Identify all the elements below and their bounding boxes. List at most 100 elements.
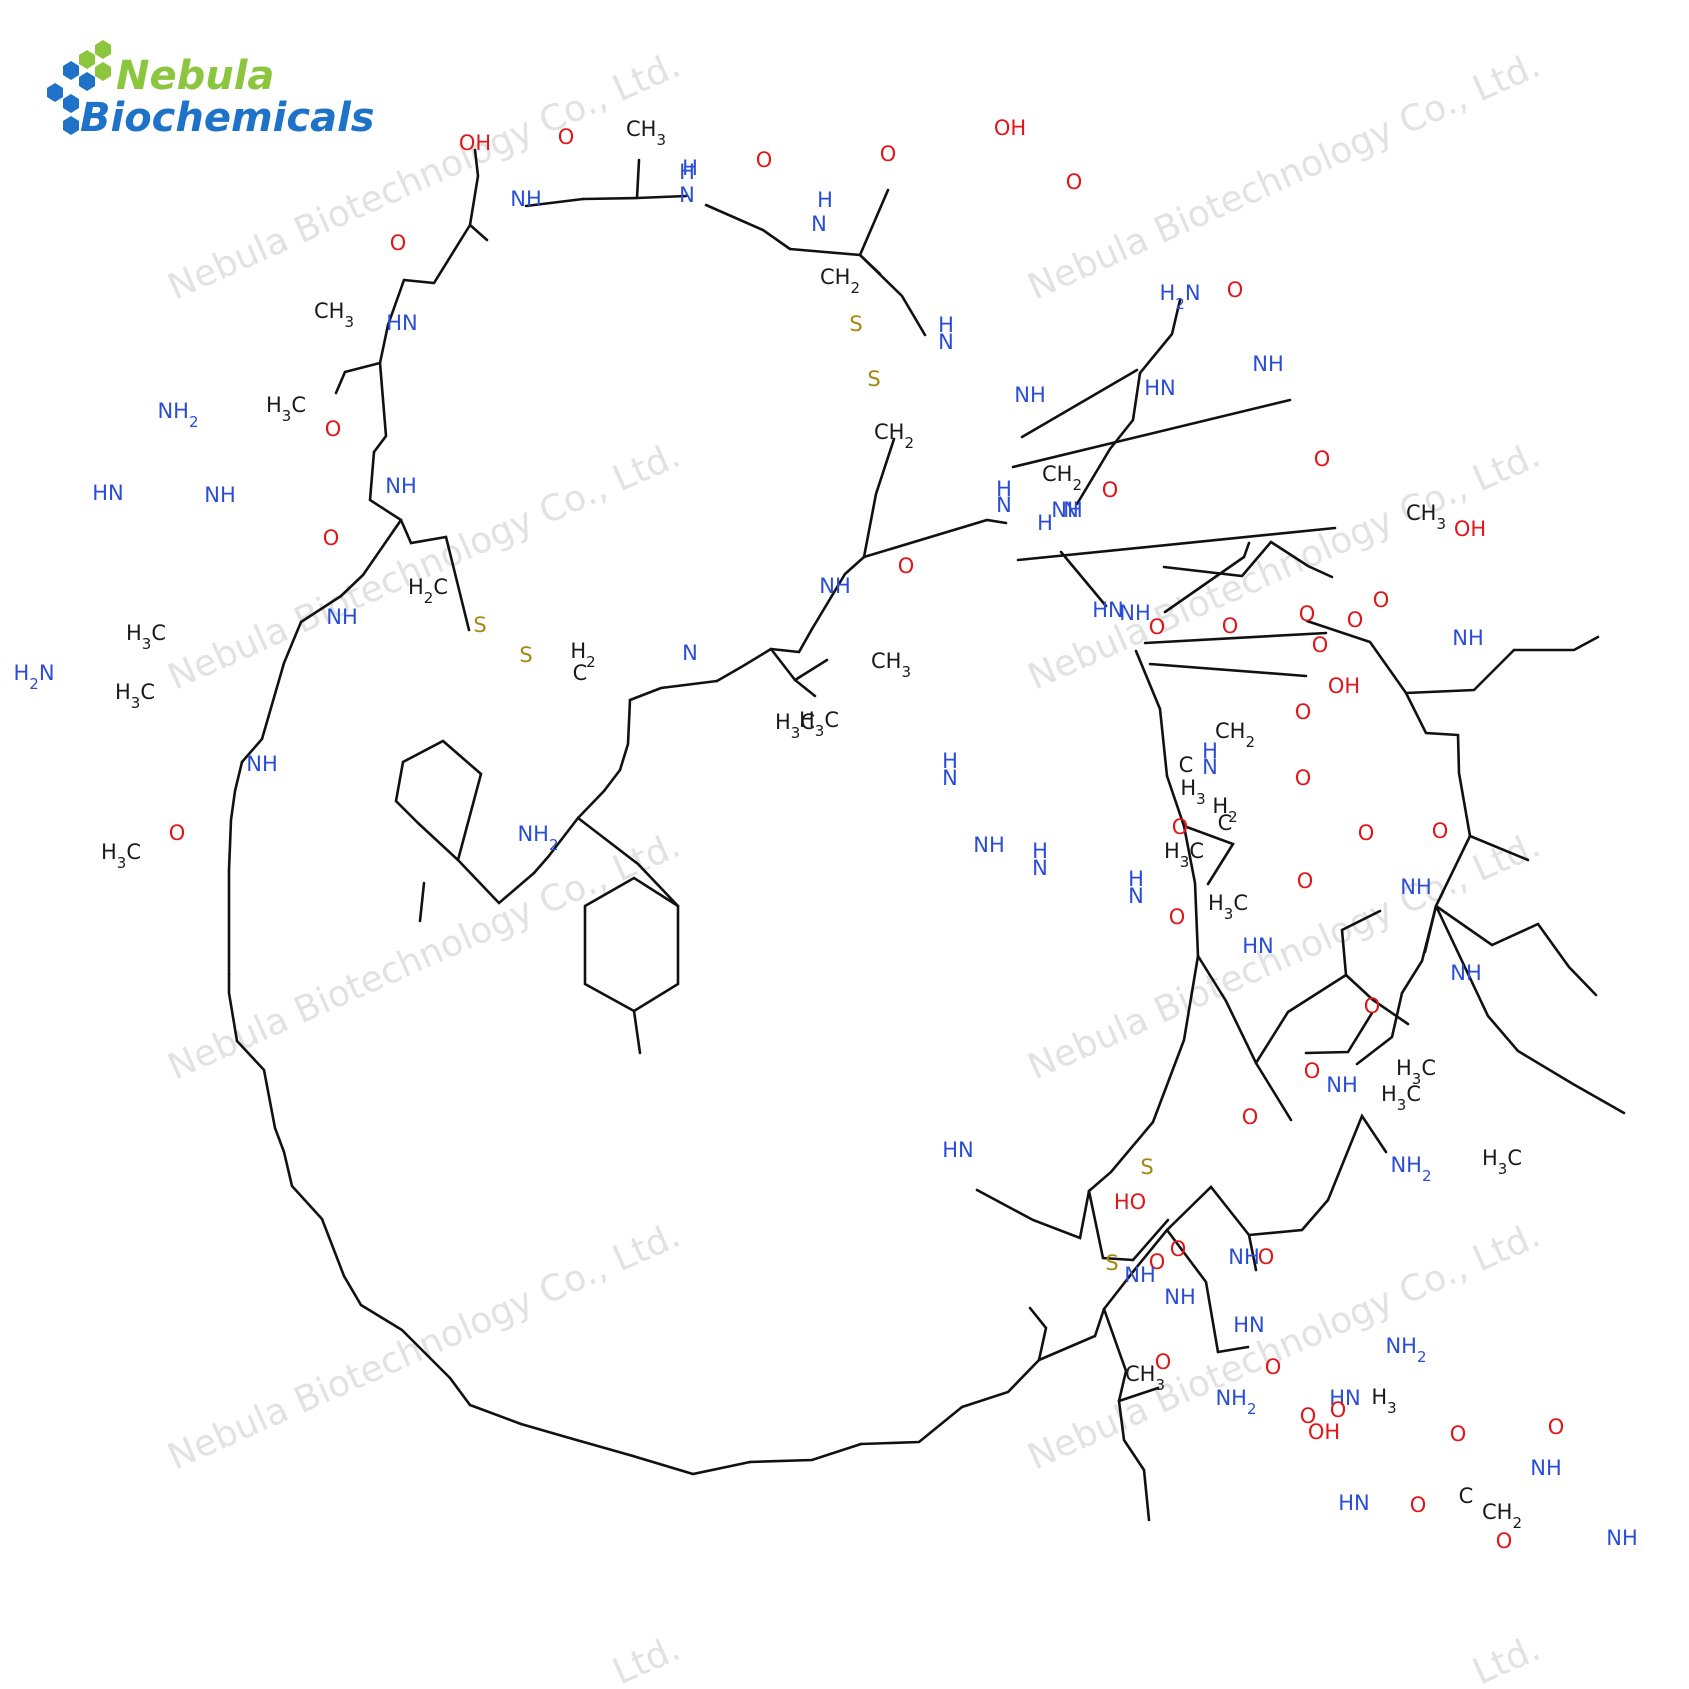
atom-label-c: CH3: [626, 117, 666, 149]
bond-line: [1456, 733, 1472, 838]
bond-line: [1165, 774, 1235, 886]
bond-line: [583, 876, 680, 1013]
atom-label-o: O: [1169, 905, 1186, 929]
atom-label-n: NH: [1530, 1456, 1562, 1480]
atom-label-n: H: [1032, 839, 1048, 863]
atom-label-n: NH2: [1390, 1153, 1431, 1185]
atom-label-n: N: [1202, 755, 1218, 779]
atom-label-o: O: [1373, 588, 1390, 612]
atom-label-o: OH: [459, 131, 491, 155]
bond-line: [1011, 398, 1292, 469]
atom-label-n: NH: [1452, 626, 1484, 650]
atom-label-n: H2N: [1159, 281, 1200, 313]
bond-line: [1404, 648, 1516, 695]
bond-line: [235, 1039, 277, 1130]
atom-label-c: H3C: [1381, 1082, 1421, 1114]
atom-label-o: O: [1297, 869, 1314, 893]
atom-label-n: NH: [819, 574, 851, 598]
bond-line: [448, 1376, 523, 1426]
atom-label-o: O: [898, 554, 915, 578]
atom-label-o: O: [1258, 1245, 1275, 1269]
watermark-text: Nebula Biotechnology Co., Ltd.: [162, 1215, 686, 1478]
atom-label-o: O: [323, 526, 340, 550]
bond-line: [519, 1422, 635, 1458]
atom-label-n: HN: [1338, 1491, 1370, 1515]
atom-label-o: O: [1299, 602, 1316, 626]
bond-line: [1087, 1189, 1135, 1262]
atom-label-n: N: [996, 493, 1012, 517]
bond-line: [1165, 1185, 1251, 1237]
brand-logo: Nebula Biochemicals: [47, 40, 375, 141]
bond-line: [1087, 1120, 1155, 1193]
atom-label-n: NH: [510, 187, 542, 211]
atom-label-o: O: [390, 231, 407, 255]
atom-label-c: C: [1218, 811, 1233, 835]
atom-label-n: N: [1063, 498, 1079, 522]
atom-label-s: S: [867, 367, 880, 391]
bond-line: [1182, 824, 1200, 958]
atom-label-n: HN: [1242, 934, 1274, 958]
bond-line: [1028, 1306, 1048, 1362]
bond-line: [240, 661, 286, 764]
bond-line: [1037, 1307, 1106, 1362]
watermark-text: Ltd.: [607, 1628, 686, 1689]
atom-label-c: H3C: [115, 680, 155, 712]
atom-label-o: O: [880, 142, 897, 166]
bond-line: [1162, 540, 1273, 578]
atom-label-c: CH2: [1482, 1500, 1522, 1532]
atom-label-o: O: [1432, 819, 1449, 843]
atom-label-c: H3C: [126, 621, 166, 653]
atom-label-n: N: [1032, 856, 1048, 880]
atom-label-n: HN: [1144, 376, 1176, 400]
atom-label-o: O: [1450, 1422, 1467, 1446]
atom-label-c: CH3: [314, 299, 354, 331]
atom-label-o: O: [1172, 815, 1189, 839]
atom-label-n: H: [682, 156, 698, 180]
atom-label-n: NH: [1400, 875, 1432, 899]
atom-label-c: H3: [1371, 1385, 1396, 1417]
atom-label-c: H3C: [101, 840, 141, 872]
bond-line: [1254, 973, 1348, 1065]
bond-line: [368, 450, 403, 522]
atom-label-n: NH: [1051, 498, 1083, 522]
atom-label-n: H: [942, 749, 958, 773]
atom-label-n: H: [679, 160, 695, 184]
atom-label-o: OH: [1308, 1420, 1340, 1444]
atom-label-c: C: [1459, 1484, 1474, 1508]
bond-line: [1355, 991, 1404, 1066]
atom-label-c: CH3: [871, 649, 911, 681]
watermark-text: Nebula Biotechnology Co., Ltd.: [162, 825, 686, 1088]
bond-line: [402, 223, 472, 285]
atom-label-o: O: [1149, 1250, 1166, 1274]
atom-label-c: H3C: [1208, 891, 1248, 923]
bond-line: [748, 1442, 863, 1464]
atom-label-n: HN: [92, 481, 124, 505]
bond-line: [1117, 1386, 1160, 1403]
bond-line: [524, 197, 585, 208]
bond-line: [1304, 1011, 1374, 1055]
atom-label-o: OH: [994, 116, 1026, 140]
bond-line: [1247, 1198, 1330, 1237]
bond-line: [1151, 954, 1200, 1124]
atom-label-c: CH2: [1215, 719, 1255, 751]
atom-label-o: O: [1364, 994, 1381, 1018]
atom-label-s: S: [1105, 1251, 1118, 1275]
bond-line: [1468, 834, 1530, 862]
bond-line: [334, 323, 390, 395]
bond-line: [715, 647, 773, 683]
bond-line: [1269, 540, 1334, 579]
bond-line: [1326, 1113, 1388, 1202]
bond-line: [1404, 691, 1460, 737]
bond-line: [1434, 904, 1598, 997]
bond-line: [576, 768, 622, 820]
bond-line: [1131, 1218, 1170, 1262]
atom-label-n: NH: [1326, 1073, 1358, 1097]
atom-label-n: NH: [1228, 1245, 1260, 1269]
bond-line: [386, 278, 406, 327]
atom-label-o: O: [1300, 1404, 1317, 1428]
bond-layer: [227, 148, 1626, 1522]
bond-line: [359, 1303, 452, 1380]
bond-line: [1059, 550, 1108, 608]
bond-line: [1102, 1307, 1128, 1403]
bond-line: [1143, 631, 1328, 645]
